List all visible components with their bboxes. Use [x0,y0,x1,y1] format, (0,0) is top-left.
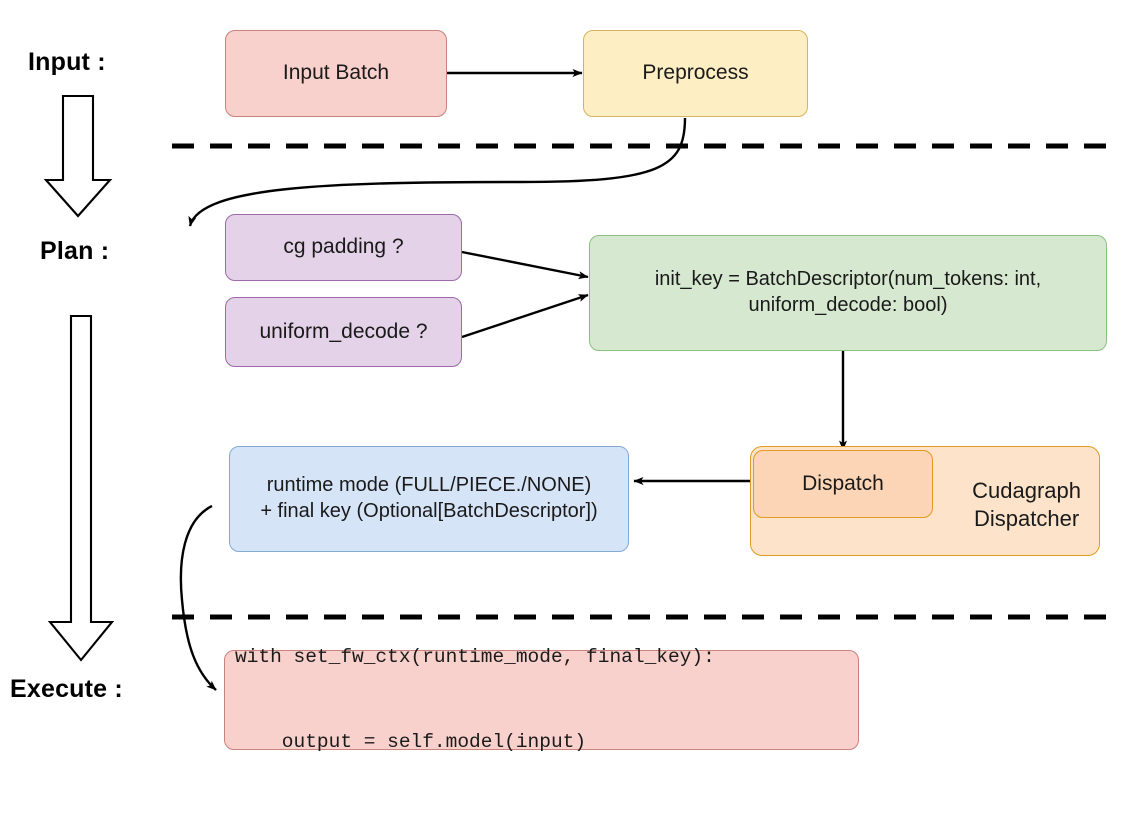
node-cg-padding[interactable]: cg padding ? [225,214,462,281]
node-preprocess[interactable]: Preprocess [583,30,808,117]
node-runtime-mode-line2: + final key (Optional[BatchDescriptor]) [260,500,598,522]
node-init-key-line2: uniform_decode: bool) [748,294,948,316]
stage-arrow-input-to-plan [43,94,113,218]
node-runtime-mode-line1: runtime mode (FULL/PIECE./NONE) [266,474,592,497]
node-dispatch-label: Dispatch [802,471,884,495]
node-input-batch[interactable]: Input Batch [225,30,447,117]
node-dispatch[interactable]: Dispatch [753,450,933,518]
node-runtime-mode[interactable]: runtime mode (FULL/PIECE./NONE) + final … [229,446,629,552]
stage-label-execute: Execute : [10,675,123,703]
stage-label-input: Input : [28,48,106,76]
execute-code-line2: output = self.model(input) [235,731,587,754]
node-execute-code[interactable]: with set_fw_ctx(runtime_mode, final_key)… [224,646,859,753]
execute-code-line1: with set_fw_ctx(runtime_mode, final_key)… [235,646,715,669]
node-uniform-decode-label: uniform_decode ? [259,319,428,343]
node-cudagraph-dispatcher-line1: Cudagraph [972,478,1081,503]
node-input-batch-label: Input Batch [282,61,390,85]
edge-cgpadding-to-initkey [461,250,589,280]
node-preprocess-label: Preprocess [642,61,749,85]
stage-label-plan: Plan : [40,237,110,265]
edge-runtimemode-to-code [179,504,217,691]
edge-uniformdecode-to-initkey [461,293,589,339]
node-init-key[interactable]: init_key = BatchDescriptor(num_tokens: i… [589,235,1107,351]
node-cg-padding-label: cg padding ? [283,235,404,259]
node-cudagraph-dispatcher-line2: Dispatcher [973,505,1080,531]
node-uniform-decode[interactable]: uniform_decode ? [225,297,462,367]
diagram-canvas: Input : Plan : Execute : Input Batch Pre… [10,30,1122,753]
stage-arrow-plan-to-execute [47,314,115,662]
node-init-key-line1: init_key = BatchDescriptor(num_tokens: i… [654,268,1042,291]
edge-preprocess-to-cgpadding [188,117,687,227]
